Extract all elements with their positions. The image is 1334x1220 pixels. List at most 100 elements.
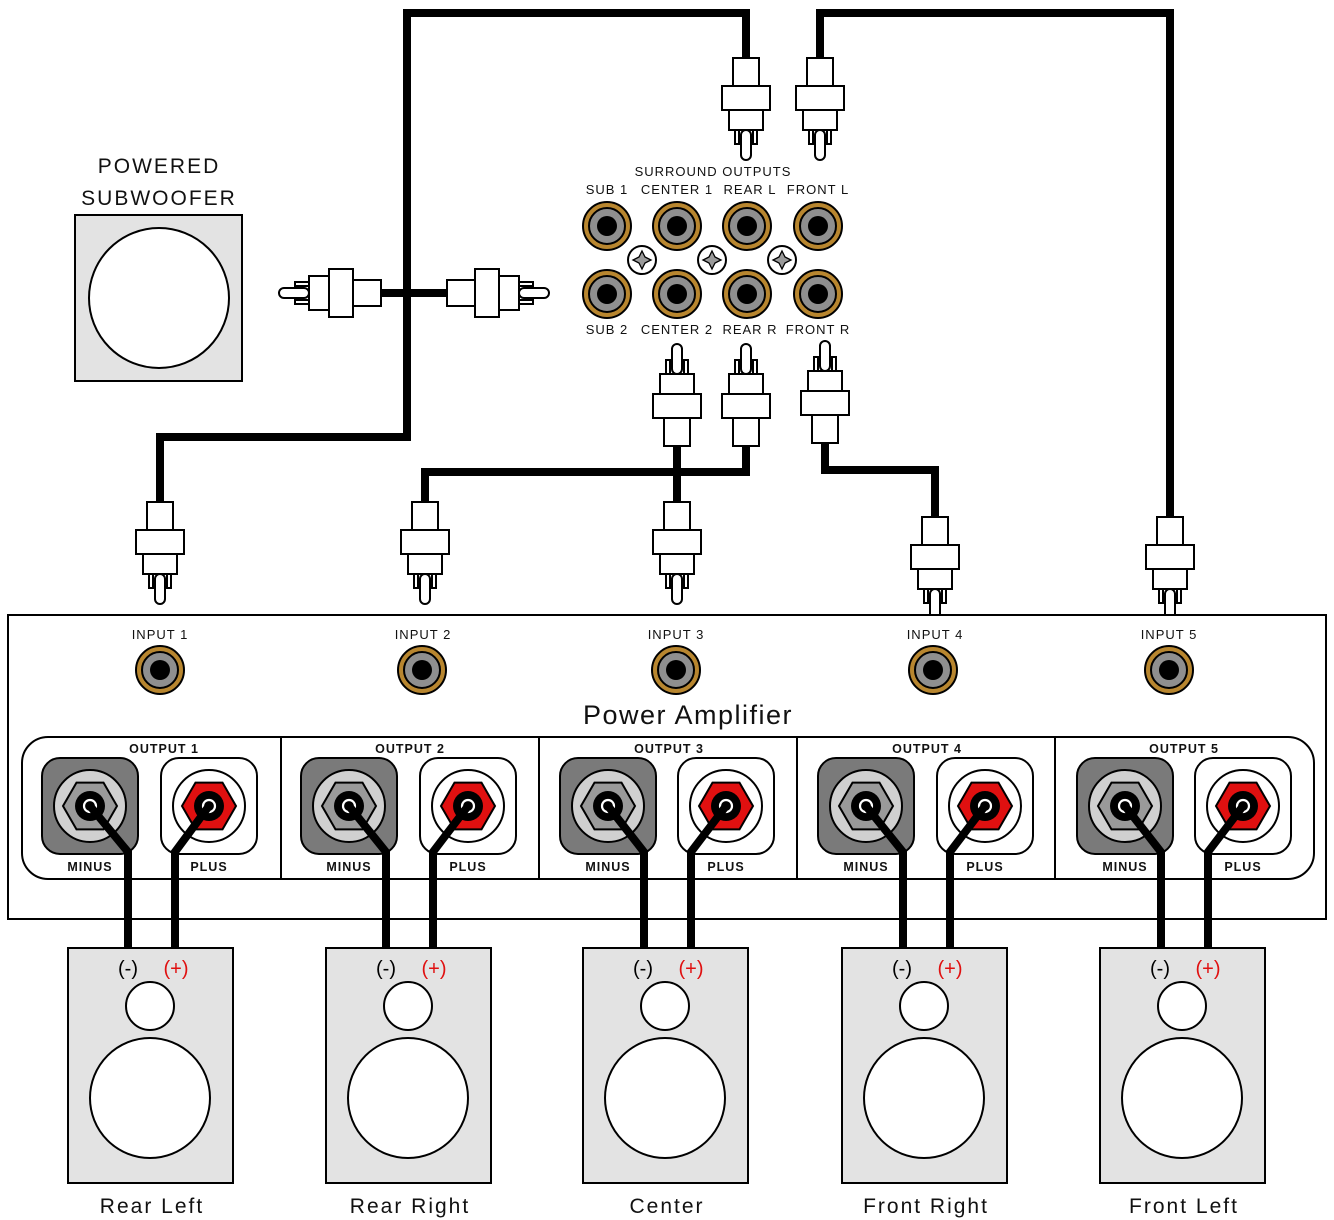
plug-input-1 <box>135 501 185 605</box>
amplifier-title: Power Amplifier <box>583 700 793 730</box>
plug-input-3 <box>652 501 702 605</box>
input-jack-4[interactable] <box>908 645 958 695</box>
output-group-4: OUTPUT 4 MINUS PLUS <box>816 742 1035 874</box>
speaker-wire-minus <box>604 803 648 948</box>
surround-outputs-title: SURROUND OUTPUTS <box>635 164 792 179</box>
plus-label: PLUS <box>190 860 227 874</box>
cable-input2 <box>421 440 750 508</box>
label-sub-2: SUB 2 <box>586 322 629 337</box>
speaker-plus-mark: (+) <box>1196 958 1221 980</box>
jack-center-1[interactable] <box>652 201 702 251</box>
jack-rear-l[interactable] <box>722 201 772 251</box>
jack-front-l[interactable] <box>793 201 843 251</box>
speaker-name: Rear Left <box>100 1195 204 1218</box>
speaker-wire-minus <box>1121 803 1165 948</box>
input-jack-1[interactable] <box>135 645 185 695</box>
speaker-plus-mark: (+) <box>164 958 189 980</box>
plug-input-2 <box>400 501 450 605</box>
speaker-minus-mark: (-) <box>376 958 396 980</box>
speaker-woofer <box>863 1037 985 1159</box>
panel-screw <box>767 245 797 275</box>
speaker-wire-minus <box>345 803 390 948</box>
speaker-plus-mark: (+) <box>422 958 447 980</box>
speaker-woofer <box>1121 1037 1243 1159</box>
speaker-tweeter <box>899 981 949 1031</box>
label-front-l: FRONT L <box>787 182 849 197</box>
powered-subwoofer: POWERED SUBWOOFER <box>74 155 243 382</box>
label-sub-1: SUB 1 <box>586 182 629 197</box>
speaker-3: (-)(+)Center <box>582 947 749 1218</box>
subwoofer-cable-plug-left <box>278 268 382 318</box>
subwoofer-cable-plug-right <box>446 268 550 318</box>
subwoofer-label-line2: SUBWOOFER <box>81 187 237 210</box>
plus-label: PLUS <box>707 860 744 874</box>
minus-label: MINUS <box>1102 860 1147 874</box>
speaker-wire-plus <box>429 803 472 948</box>
speaker-wire-plus <box>946 803 989 948</box>
jack-rear-r[interactable] <box>722 269 772 319</box>
plug-input-5 <box>1145 516 1195 620</box>
speaker-wire-minus <box>86 803 132 948</box>
jack-center-2[interactable] <box>652 269 702 319</box>
label-center-1: CENTER 1 <box>641 182 713 197</box>
minus-label: MINUS <box>843 860 888 874</box>
input-label-3: INPUT 3 <box>648 627 705 642</box>
speaker-plus-mark: (+) <box>938 958 963 980</box>
subwoofer-label-line1: POWERED <box>98 155 221 178</box>
cable-input1 <box>156 9 750 510</box>
plus-label: PLUS <box>449 860 486 874</box>
speaker-wire-plus <box>1204 803 1247 948</box>
speaker-minus-mark: (-) <box>1150 958 1170 980</box>
speaker-2: (-)(+)Rear Right <box>325 947 492 1218</box>
speaker-tweeter <box>125 981 175 1031</box>
input-label-4: INPUT 4 <box>907 627 964 642</box>
power-amplifier: INPUT 1 INPUT 2 INPUT 3 INPUT 4 INPUT 5 … <box>7 614 1327 920</box>
input-jack-5[interactable] <box>1144 645 1194 695</box>
output-group-1: OUTPUT 1 MINUS PLUS <box>40 742 259 874</box>
jack-sub-2[interactable] <box>582 269 632 319</box>
speaker-wire-plus <box>687 803 730 948</box>
input-jack-2[interactable] <box>397 645 447 695</box>
plug-center-2 <box>652 343 702 447</box>
surround-outputs-panel: SURROUND OUTPUTS SUB 1 CENTER 1 REAR L F… <box>582 164 851 337</box>
label-front-r: FRONT R <box>786 322 851 337</box>
speakers: (-)(+)Rear Left(-)(+)Rear Right(-)(+)Cen… <box>67 947 1266 1218</box>
speaker-woofer <box>89 1037 211 1159</box>
speaker-wires <box>86 803 1247 948</box>
speaker-name: Front Left <box>1129 1195 1239 1218</box>
plug-rear-l <box>721 57 771 161</box>
plug-input-4 <box>910 516 960 620</box>
speaker-minus-mark: (-) <box>633 958 653 980</box>
minus-label: MINUS <box>585 860 630 874</box>
speaker-5: (-) (+) Front Left <box>1099 947 1266 1218</box>
panel-screw <box>627 245 657 275</box>
input-label-5: INPUT 5 <box>1141 627 1198 642</box>
jack-sub-1[interactable] <box>582 201 632 251</box>
label-center-2: CENTER 2 <box>641 322 713 337</box>
jack-front-r[interactable] <box>793 269 843 319</box>
output-label: OUTPUT 1 <box>129 742 199 756</box>
cable-input5 <box>816 9 1174 520</box>
output-label: OUTPUT 4 <box>892 742 962 756</box>
speaker-woofer <box>347 1037 469 1159</box>
speaker-name: Center <box>629 1195 704 1218</box>
speaker-tweeter <box>1157 981 1207 1031</box>
input-jack-3[interactable] <box>651 645 701 695</box>
speaker-wire-minus <box>862 803 907 948</box>
output-label: OUTPUT 2 <box>375 742 445 756</box>
plus-label: PLUS <box>966 860 1003 874</box>
speaker-tweeter <box>640 981 690 1031</box>
speaker-minus-mark: (-) <box>118 958 138 980</box>
label-rear-r: REAR R <box>722 322 777 337</box>
speaker-tweeter <box>383 981 433 1031</box>
speaker-wire-plus <box>171 803 213 948</box>
speaker-1: (-) (+) Rear Left <box>67 947 234 1218</box>
cable-input4 <box>821 436 939 518</box>
minus-label: MINUS <box>67 860 112 874</box>
plus-label: PLUS <box>1224 860 1261 874</box>
plug-rear-r <box>721 343 771 447</box>
output-label: OUTPUT 5 <box>1149 742 1219 756</box>
plug-front-r <box>800 340 850 444</box>
